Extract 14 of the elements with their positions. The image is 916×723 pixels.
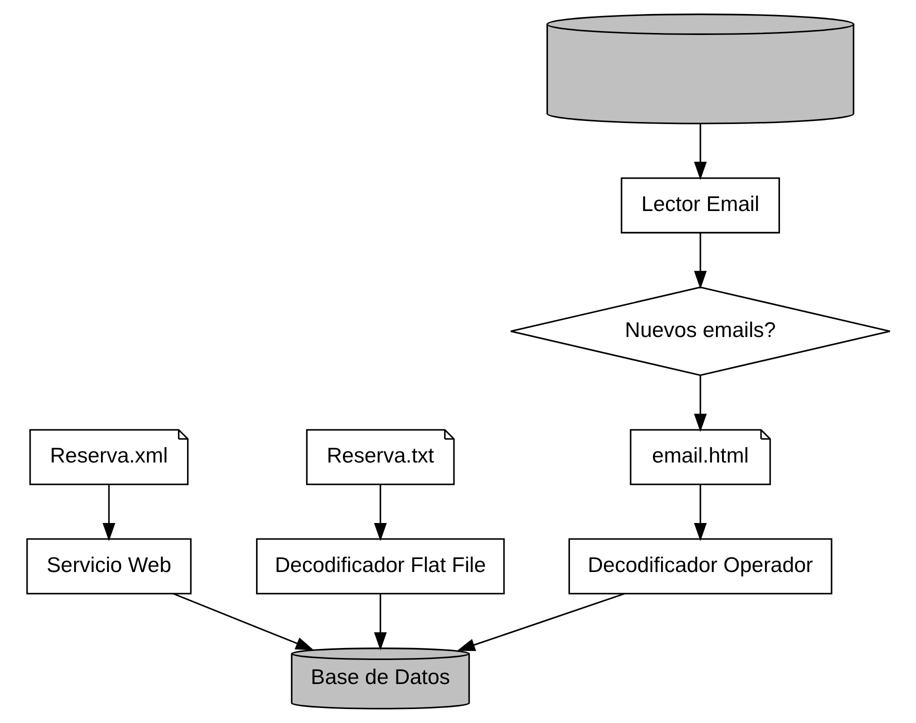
arrow — [456, 592, 624, 652]
node-box: Lector Email — [620, 177, 780, 234]
node-box: Decodificador Flat File — [256, 538, 504, 594]
arrow — [374, 484, 386, 542]
arrow — [102, 484, 115, 542]
arrow — [694, 484, 706, 542]
arrow — [694, 376, 706, 432]
arrow — [172, 592, 314, 650]
node-box: Servicio Web — [26, 538, 192, 594]
arrow — [694, 124, 706, 180]
node-box: Decodificador Operador — [568, 538, 832, 594]
arrow — [694, 232, 706, 290]
arrow — [374, 594, 386, 650]
node-diamond: Nuevos emails? — [510, 286, 890, 376]
